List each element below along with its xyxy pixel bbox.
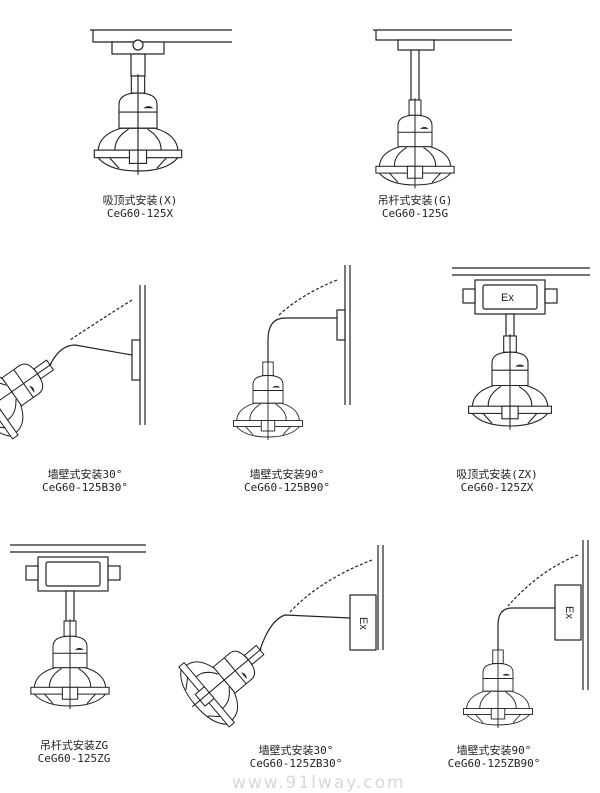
ex-label: Ex [501, 292, 514, 304]
caption-5: 吸顶式安装(ZX)CeG60-125ZX [456, 468, 538, 494]
caption-7: 墙壁式安装30°CeG60-125ZB30° [249, 744, 343, 770]
drawing-wall-30 [0, 285, 146, 449]
drawing-wall-90 [233, 265, 351, 441]
watermark: www.91lway.com [232, 773, 406, 793]
ex-label: Ex [357, 617, 369, 630]
caption-2: 吊杆式安装(G)CeG60-125G [377, 194, 453, 220]
drawing-ceiling-zx: Ex [452, 267, 590, 431]
drawing-pendant-g [373, 29, 512, 189]
ex-label: Ex [563, 606, 575, 619]
caption-1: 吸顶式安装(X)CeG60-125X [102, 194, 178, 220]
caption-3: 墙壁式安装30°CeG60-125B30° [41, 468, 129, 494]
drawing-wall-zb30: Ex [166, 545, 384, 738]
caption-8: 墙壁式安装90°CeG60-125ZB90° [447, 744, 541, 770]
drawing-wall-zb90: Ex [463, 540, 589, 729]
caption-4: 墙壁式安装90°CeG60-125B90° [243, 468, 331, 494]
drawing-ceiling-x [90, 29, 232, 176]
drawing-pendant-zg [10, 544, 146, 710]
